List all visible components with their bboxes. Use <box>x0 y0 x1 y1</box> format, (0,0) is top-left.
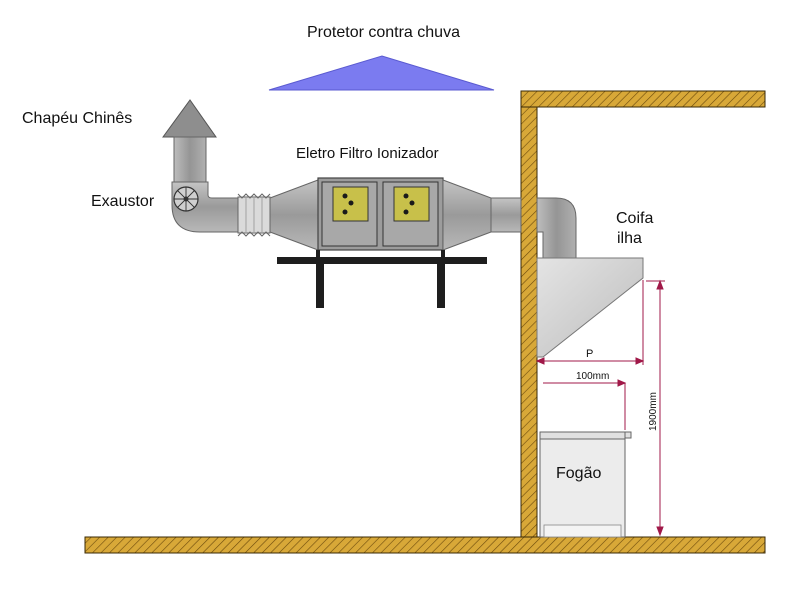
filter-terminals-left <box>342 193 354 215</box>
floor <box>84 536 766 554</box>
chinese-hat-shape <box>162 99 217 138</box>
exhaust-fan-label: Exaustor <box>91 193 155 210</box>
rain-guard-label: Protetor contra chuva <box>307 24 460 41</box>
hood-label-line2: ilha <box>617 230 642 247</box>
filter-outlet-transition <box>442 179 492 251</box>
depth-dimension-label: P <box>586 348 594 360</box>
flex-connector-left <box>237 193 271 237</box>
chinese-hat-label: Chapéu Chinês <box>22 110 133 127</box>
rain-guard-shape <box>268 55 495 91</box>
filter-stand <box>277 250 487 308</box>
height-dimension-label: 1900mm <box>648 392 659 431</box>
stove-shape <box>539 431 632 538</box>
fan-wheel-icon <box>173 186 199 212</box>
wall-duct <box>490 197 522 233</box>
filter-terminals-right <box>403 193 415 215</box>
ceiling <box>520 90 766 108</box>
vertical-duct <box>173 136 207 188</box>
ionizer-filter-label: Eletro Filtro Ionizador <box>296 145 439 162</box>
filter-inlet-transition <box>269 179 319 251</box>
hood-duct-elbow <box>536 197 577 259</box>
hood-shape <box>536 257 644 358</box>
stove-label: Fogão <box>556 465 602 482</box>
dimension-lines <box>535 279 665 537</box>
hood-label-line1: Coifa <box>616 210 654 227</box>
wall <box>520 90 538 538</box>
offset-dimension-label: 100mm <box>576 371 610 382</box>
